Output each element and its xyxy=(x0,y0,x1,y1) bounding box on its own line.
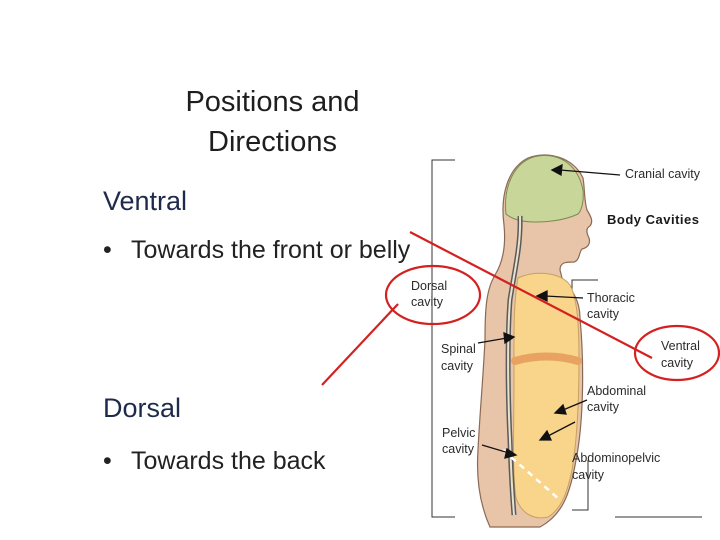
label-dorsal-line2: cavity xyxy=(411,295,444,309)
label-cranial-cavity: Cranial cavity xyxy=(625,167,701,181)
label-abdominopelvic-line1: Abdominopelvic xyxy=(572,451,660,465)
label-spinal-line2: cavity xyxy=(441,359,474,373)
label-ventral-line1: Ventral xyxy=(661,339,700,353)
bullet-marker: • xyxy=(103,236,112,264)
figure-header: Body Cavities xyxy=(607,212,699,227)
term-dorsal-heading: Dorsal xyxy=(103,393,182,423)
diaphragm-band xyxy=(511,352,582,365)
label-spinal-line1: Spinal xyxy=(441,342,476,356)
slide-title: Positions and Directions xyxy=(185,86,360,158)
label-pelvic-line2: cavity xyxy=(442,442,475,456)
pelvic-boundary-dashes xyxy=(502,449,561,501)
ventral-cavity-region xyxy=(513,272,580,519)
label-ventral-line2: cavity xyxy=(661,356,694,370)
cranial-cavity-region xyxy=(505,155,584,223)
label-abdominal-line1: Abdominal xyxy=(587,384,646,398)
term-dorsal-description: • Towards the back xyxy=(103,441,431,481)
red-annotations xyxy=(321,231,720,386)
label-abdominal-line2: cavity xyxy=(587,400,620,414)
bullet-marker: • xyxy=(103,447,112,475)
spinal-cavity-core xyxy=(507,215,522,516)
label-dorsal-line1: Dorsal xyxy=(411,279,447,293)
label-pelvic-line1: Pelvic xyxy=(442,426,475,440)
label-pointers xyxy=(477,163,621,459)
term-ventral-description: • Towards the front or belly xyxy=(103,230,431,270)
label-thoracic-line2: cavity xyxy=(587,307,620,321)
term-ventral-heading: Ventral xyxy=(103,186,188,216)
term-dorsal-text: Towards the back xyxy=(131,447,326,475)
term-ventral-text: Towards the front or belly xyxy=(131,236,411,264)
label-thoracic-line1: Thoracic xyxy=(587,291,635,305)
label-abdominopelvic-line2: cavity xyxy=(572,468,605,482)
